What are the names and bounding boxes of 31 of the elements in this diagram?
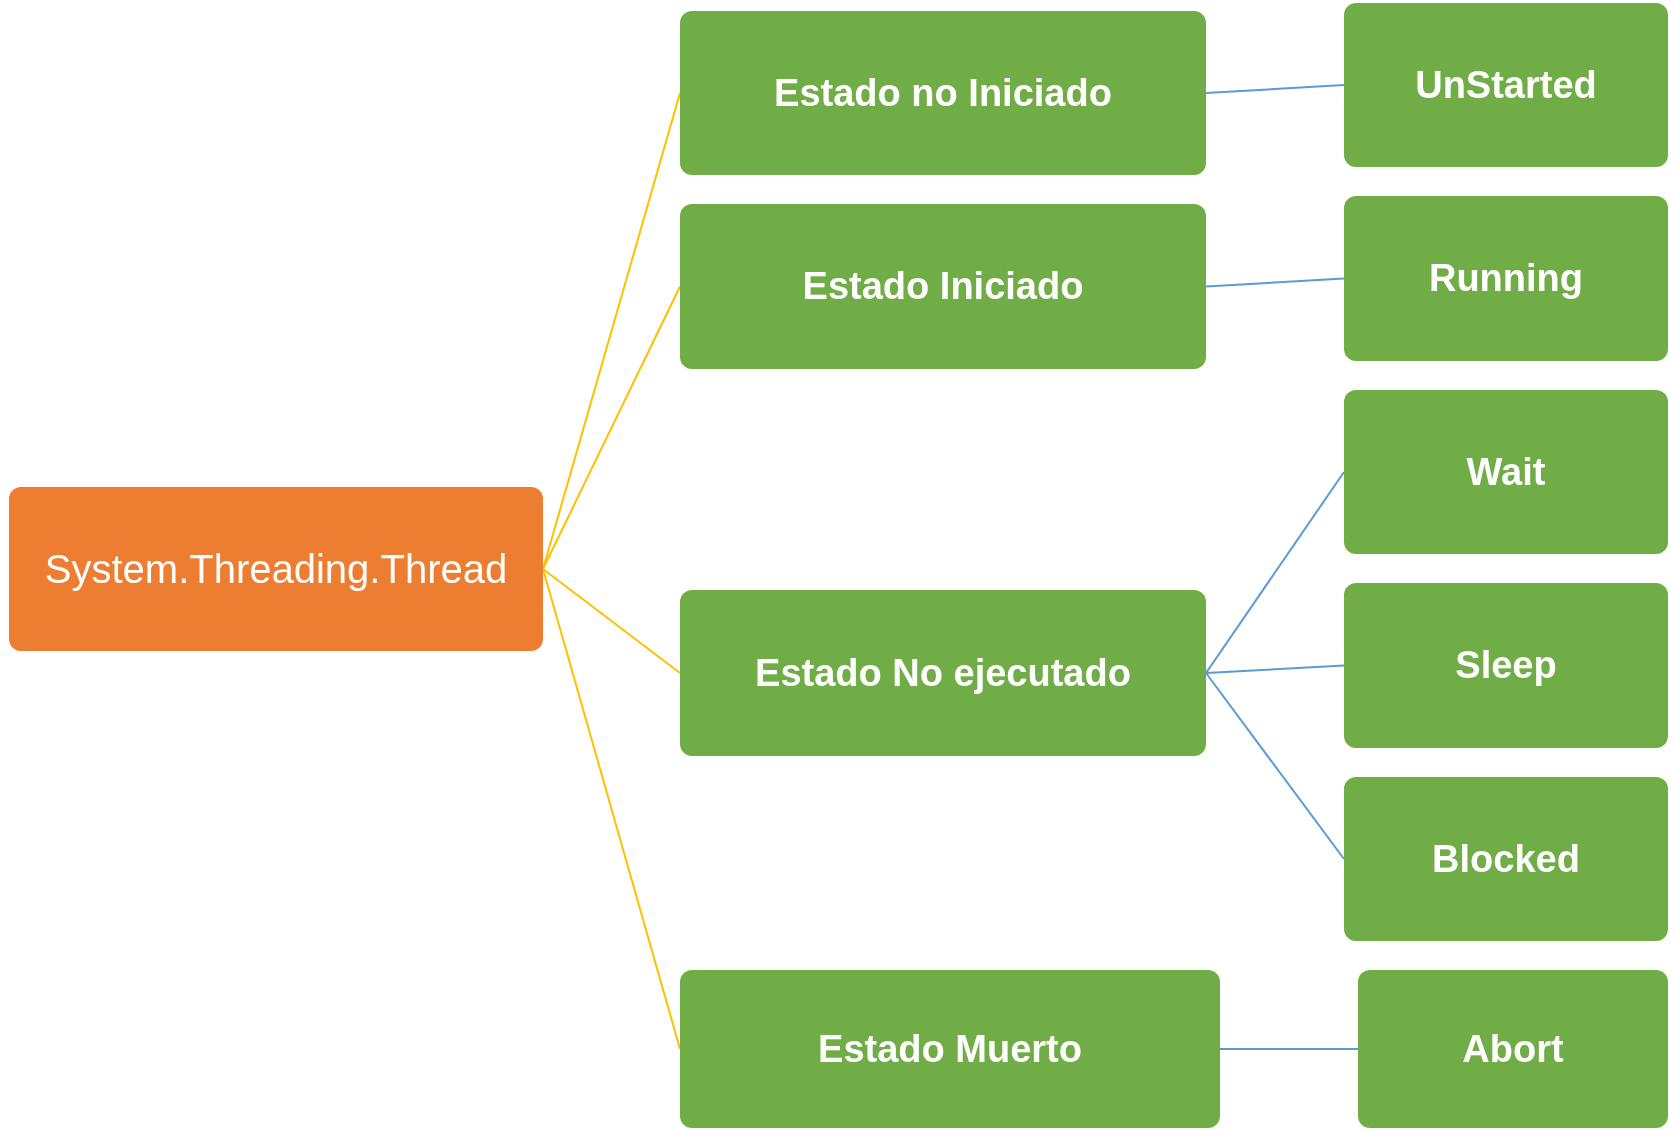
box-label: Estado Muerto — [818, 1026, 1082, 1072]
connector-line — [1205, 471, 1345, 674]
box-label: Blocked — [1432, 836, 1580, 882]
state-box — [1344, 390, 1668, 554]
state-box — [680, 11, 1206, 175]
connector-line — [1205, 277, 1345, 288]
connector-line — [1219, 1048, 1359, 1050]
state-box — [1344, 777, 1668, 941]
connector-line — [542, 568, 681, 1050]
box-label: Estado No ejecutado — [755, 650, 1131, 696]
connector-line — [1205, 664, 1345, 674]
connector-line — [542, 568, 681, 674]
box-label: Sleep — [1455, 643, 1557, 688]
root-box — [9, 487, 543, 651]
connector-line — [1205, 672, 1345, 860]
box-label: Running — [1428, 256, 1584, 301]
connector-line — [542, 285, 681, 570]
box-label: Wait — [1466, 449, 1546, 495]
box-label: Abort — [1462, 1026, 1564, 1072]
state-box — [1358, 970, 1668, 1128]
box-label: System.Threading.Thread — [44, 546, 508, 593]
state-box — [680, 590, 1206, 756]
box-label: Estado no Iniciado — [774, 70, 1112, 116]
box-label: Estado Iniciado — [802, 264, 1084, 309]
connector-line — [1205, 84, 1345, 94]
state-box — [1344, 583, 1668, 748]
state-box — [680, 970, 1220, 1128]
state-box — [1344, 196, 1668, 361]
box-label: UnStarted — [1415, 62, 1597, 108]
state-box — [680, 204, 1206, 369]
state-box — [1344, 3, 1668, 167]
